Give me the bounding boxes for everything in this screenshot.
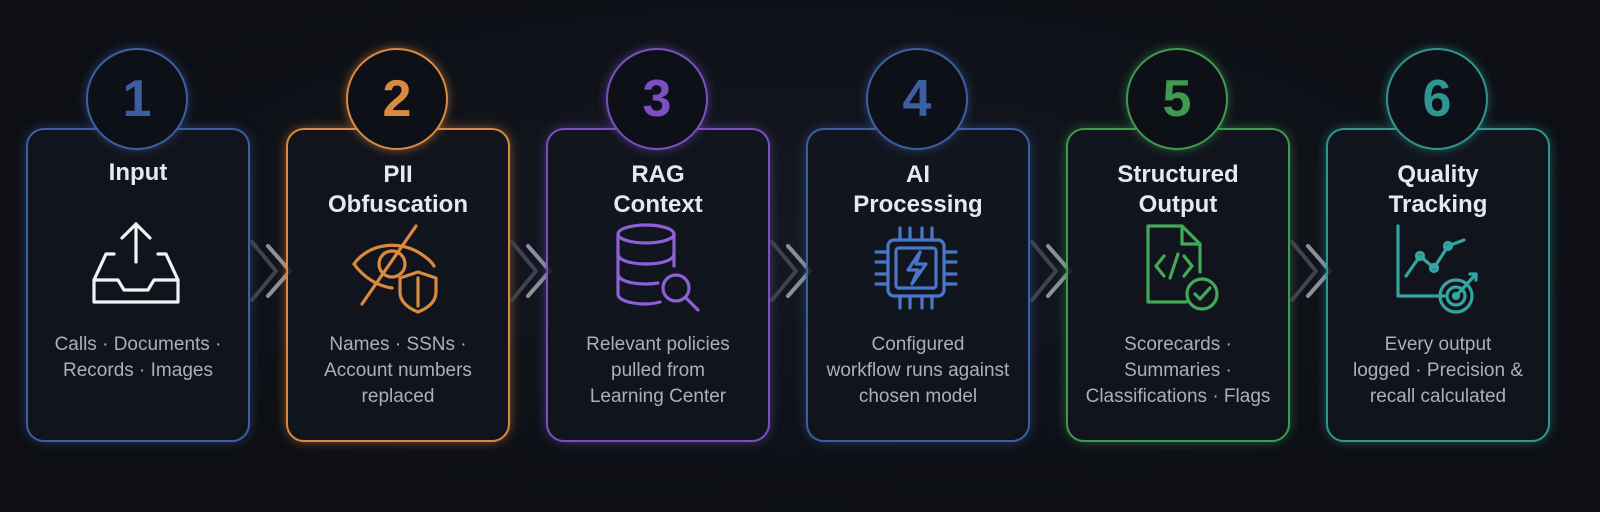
stage-pii-obfuscation: 2 PII Obfuscation Names · SSNs · Account… <box>286 0 510 442</box>
stage-title: Input <box>108 159 168 186</box>
stage-quality-tracking: 6 Quality Tracking Every output logged ·… <box>1326 0 1550 442</box>
stage-card <box>1066 128 1290 442</box>
stage-card <box>806 128 1030 442</box>
cpu-lightning-icon <box>864 216 968 320</box>
step-number-badge: 4 <box>866 48 968 150</box>
stage-input: 1 Input Calls · Documents · Records · Im… <box>26 0 250 442</box>
step-number-badge: 6 <box>1386 48 1488 150</box>
stage-title: Quality Tracking <box>1388 161 1488 218</box>
stage-title: AI Processing <box>853 161 983 218</box>
stage-description: Scorecards · Summaries · Classifications… <box>1085 334 1271 407</box>
line-chart-target-icon <box>1384 216 1488 320</box>
stage-card <box>26 128 250 442</box>
stage-description: Names · SSNs · Account numbers replaced <box>324 334 472 407</box>
stage-structured-output: 5 Structured Output Scorecards · Summari… <box>1066 0 1290 442</box>
eye-slash-shield-icon <box>344 216 448 320</box>
stage-title: Structured Output <box>1117 161 1239 218</box>
stage-card <box>546 128 770 442</box>
step-number-badge: 1 <box>86 48 188 150</box>
stage-rag-context: 3 RAG Context Relevant policies pulled f… <box>546 0 770 442</box>
step-number-badge: 2 <box>346 48 448 150</box>
stage-description: Relevant policies pulled from Learning C… <box>586 334 730 407</box>
inbox-upload-icon <box>84 216 188 320</box>
stage-description: Every output logged · Precision & recall… <box>1352 334 1524 407</box>
stage-description: Configured workflow runs against chosen … <box>826 334 1010 407</box>
stage-description: Calls · Documents · Records · Images <box>54 334 222 381</box>
stage-title: PII Obfuscation <box>327 161 468 218</box>
stage-title: RAG Context <box>613 161 703 218</box>
stage-ai-processing: 4 AI Processing Configured workflow runs… <box>806 0 1030 442</box>
code-file-check-icon <box>1124 216 1228 320</box>
step-number-badge: 5 <box>1126 48 1228 150</box>
step-number-badge: 3 <box>606 48 708 150</box>
database-search-icon <box>604 216 708 320</box>
stage-card <box>286 128 510 442</box>
